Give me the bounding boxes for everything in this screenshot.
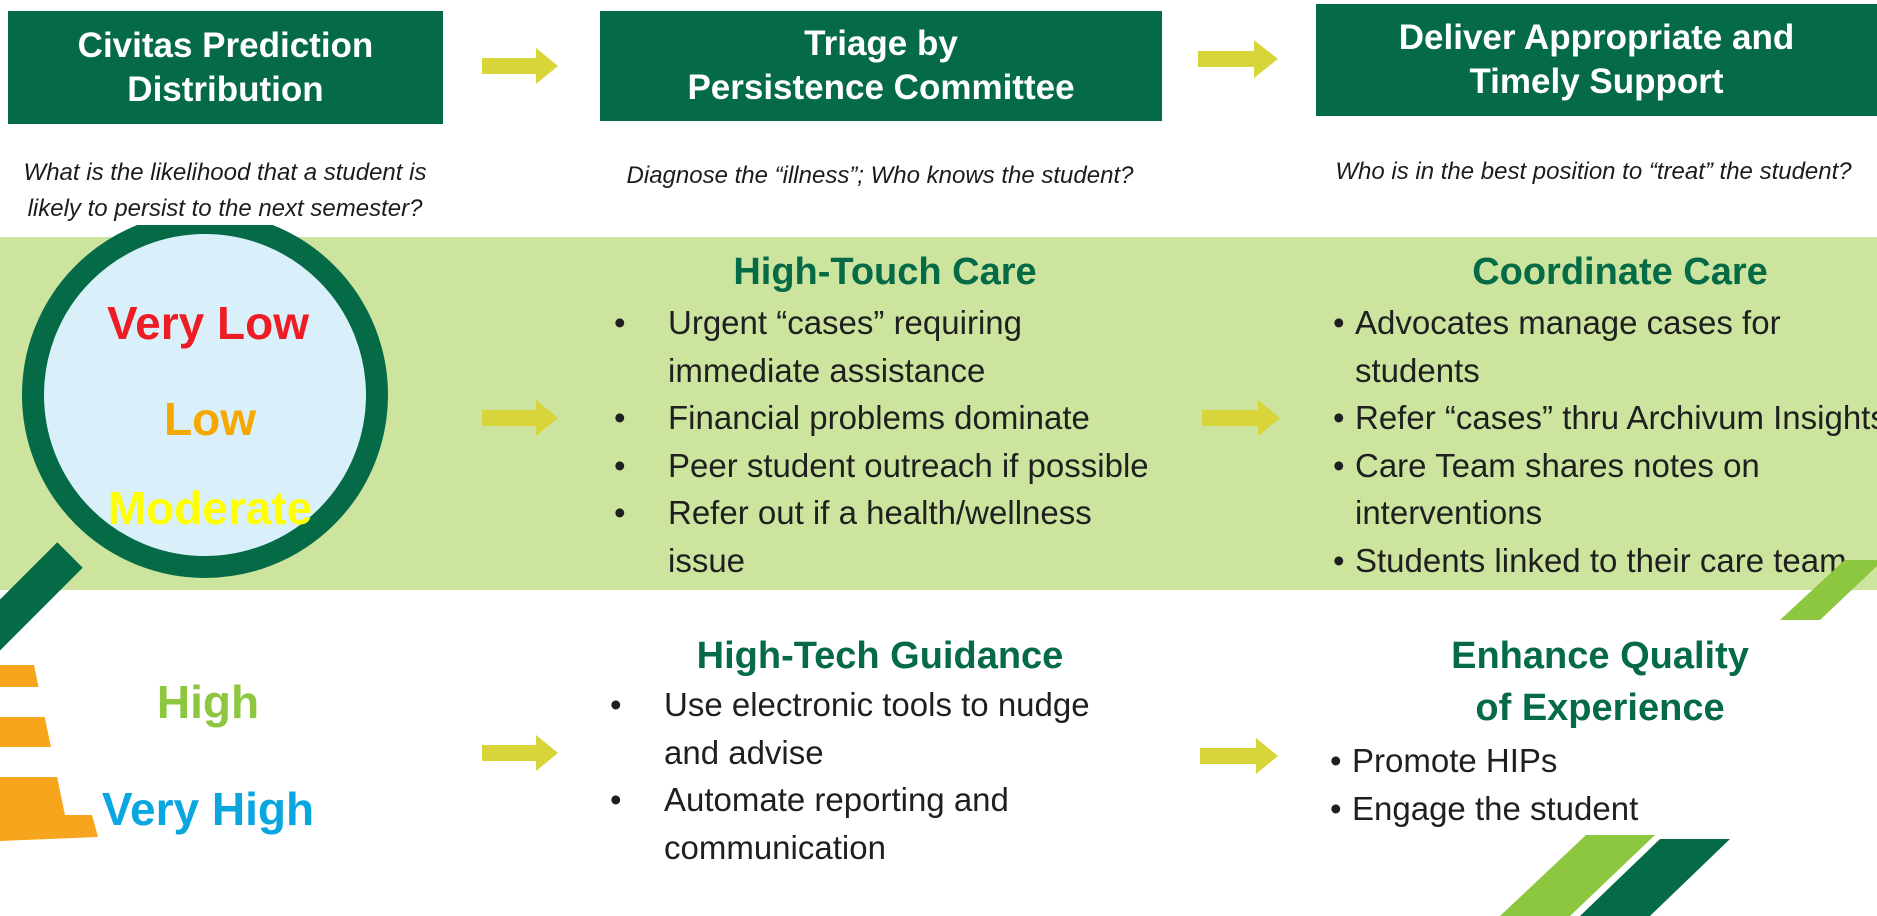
- right-arrow-icon: [482, 400, 558, 436]
- risk-level-very-high: Very High: [101, 783, 315, 835]
- decorative-stripes: [1500, 835, 1730, 916]
- right-arrow-icon: [1200, 738, 1278, 774]
- list-item: Refer “cases” thru Archivum Insights: [1333, 394, 1877, 442]
- traffic-cone-icon: [0, 665, 98, 841]
- enhance-quality-list: Promote HIPs Engage the student: [1330, 737, 1830, 832]
- header-triage-committee: Triage by Persistence Committee: [600, 11, 1162, 121]
- magnifying-glass-icon: [0, 225, 388, 651]
- list-item: Use electronic tools to nudge and advise: [596, 681, 1116, 776]
- question-treat: Who is in the best position to “treat” t…: [1335, 158, 1852, 185]
- list-item: Automate reporting and communication: [596, 776, 1064, 871]
- question-likelihood: What is the likelihood that a student is…: [23, 159, 427, 222]
- high-touch-list: Urgent “cases” requiring immediate assis…: [600, 299, 1160, 584]
- list-item: Promote HIPs: [1330, 737, 1830, 785]
- list-item: Engage the student: [1330, 785, 1830, 833]
- coordinate-care-list: Advocates manage cases for students Refe…: [1333, 299, 1877, 584]
- list-item: Urgent “cases” requiring immediate assis…: [600, 299, 1160, 394]
- risk-level-high: High: [156, 676, 260, 728]
- list-item: Care Team shares notes on interventions: [1333, 442, 1800, 537]
- list-item: Financial problems dominate: [600, 394, 1160, 442]
- right-arrow-icon: [1198, 40, 1278, 78]
- high-tech-list: Use electronic tools to nudge and advise…: [596, 681, 1116, 871]
- risk-level-moderate: Moderate: [107, 482, 313, 534]
- high-tech-title: High-Tech Guidance: [696, 635, 1064, 677]
- risk-level-low: Low: [164, 393, 256, 445]
- list-item: Peer student outreach if possible: [600, 442, 1160, 490]
- list-item: Refer out if a health/wellness issue: [600, 489, 1128, 584]
- question-diagnose: Diagnose the “illness”; Who knows the st…: [626, 162, 1134, 189]
- coordinate-care-title: Coordinate Care: [1472, 251, 1768, 293]
- list-item: Students linked to their care team: [1333, 537, 1877, 585]
- header-prediction-distribution: Civitas Prediction Distribution: [8, 11, 443, 124]
- right-arrow-icon: [482, 48, 558, 84]
- right-arrow-icon: [482, 735, 558, 771]
- decorative-stripes: [1780, 560, 1877, 620]
- right-arrow-icon: [1202, 400, 1280, 436]
- header-deliver-support: Deliver Appropriate and Timely Support: [1316, 4, 1877, 116]
- list-item: Advocates manage cases for students: [1333, 299, 1800, 394]
- high-touch-title: High-Touch Care: [733, 251, 1037, 293]
- enhance-quality-title: Enhance Quality of Experience: [1451, 635, 1749, 729]
- risk-level-very-low: Very Low: [107, 297, 309, 349]
